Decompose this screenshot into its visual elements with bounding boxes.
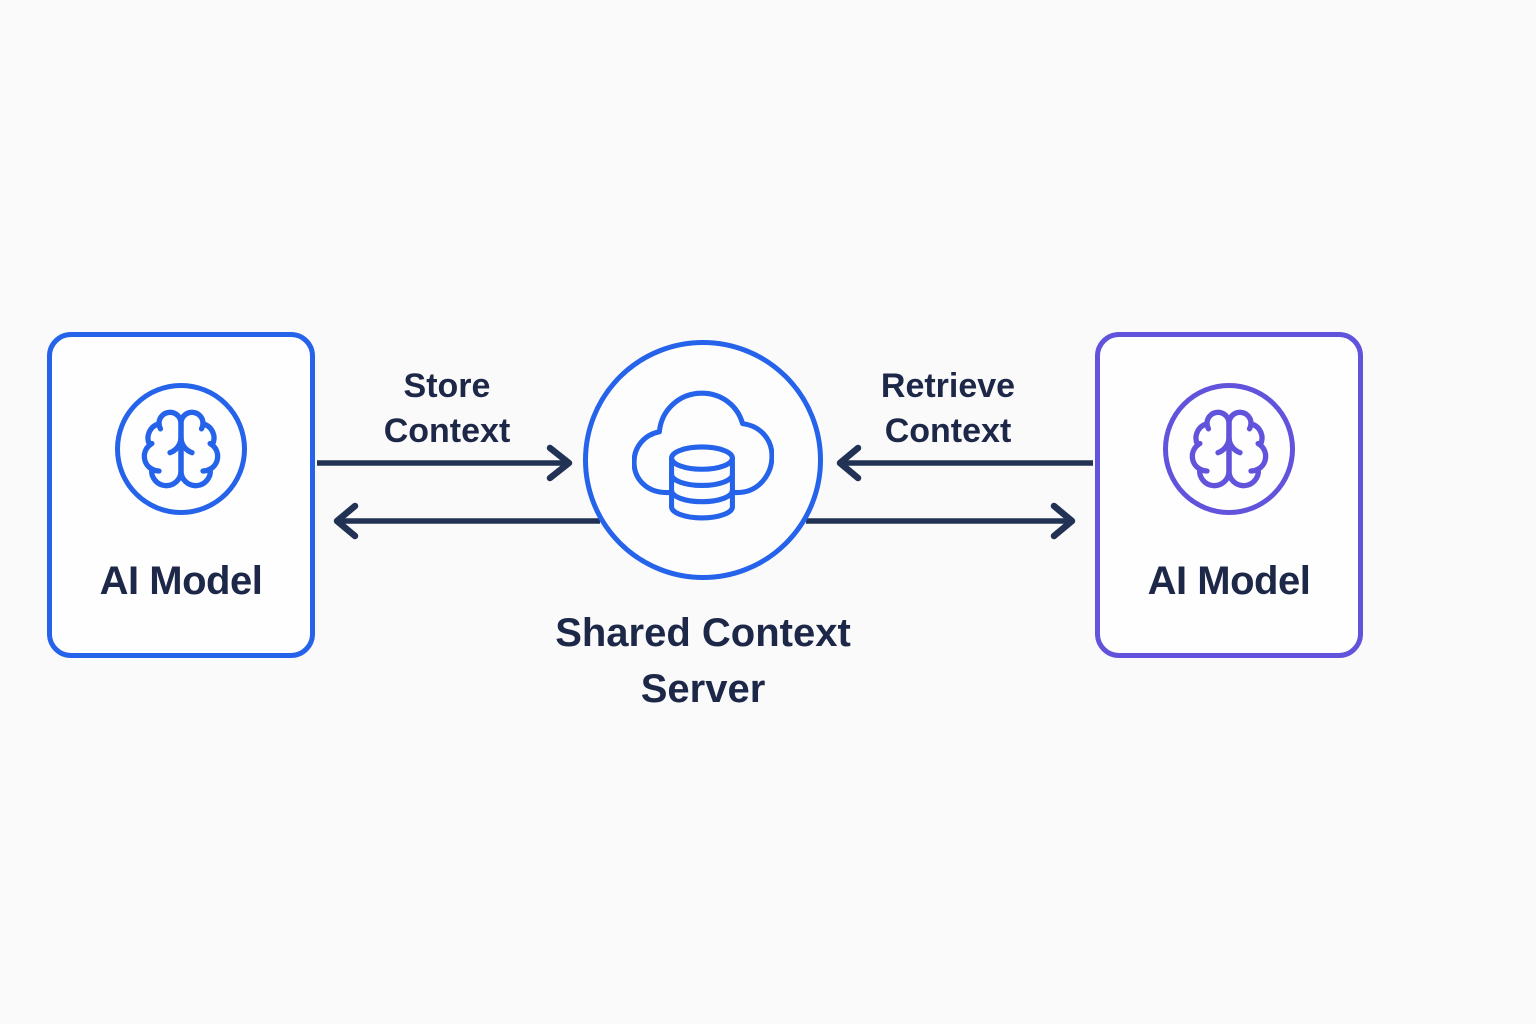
server-label-line1: Shared Context	[555, 611, 851, 655]
arrow-server-to-right	[806, 502, 1076, 540]
arrow-store-context	[317, 444, 573, 482]
node-shared-context-server	[583, 340, 823, 580]
server-label-line2: Server	[640, 667, 766, 711]
node-ai-model-left: AI Model	[47, 332, 315, 658]
node-ai-model-right: AI Model	[1095, 332, 1363, 658]
node-label-ai-model-right: AI Model	[1147, 559, 1311, 603]
brain-icon	[1163, 383, 1295, 515]
retrieve-label-line1: Retrieve	[880, 367, 1016, 405]
server-label: Shared Context Server	[555, 605, 851, 717]
cloud-database-icon	[632, 390, 774, 521]
arrow-retrieve-context	[836, 444, 1093, 482]
store-label-line1: Store	[403, 367, 491, 405]
retrieve-label-line2: Context	[884, 412, 1012, 450]
brain-icon	[115, 383, 247, 515]
edge-label-store-context: Store Context	[384, 364, 511, 454]
store-label-line2: Context	[383, 412, 511, 450]
arrow-server-to-left	[333, 502, 600, 540]
node-label-ai-model-left: AI Model	[99, 559, 263, 603]
edge-label-retrieve-context: Retrieve Context	[881, 364, 1015, 454]
